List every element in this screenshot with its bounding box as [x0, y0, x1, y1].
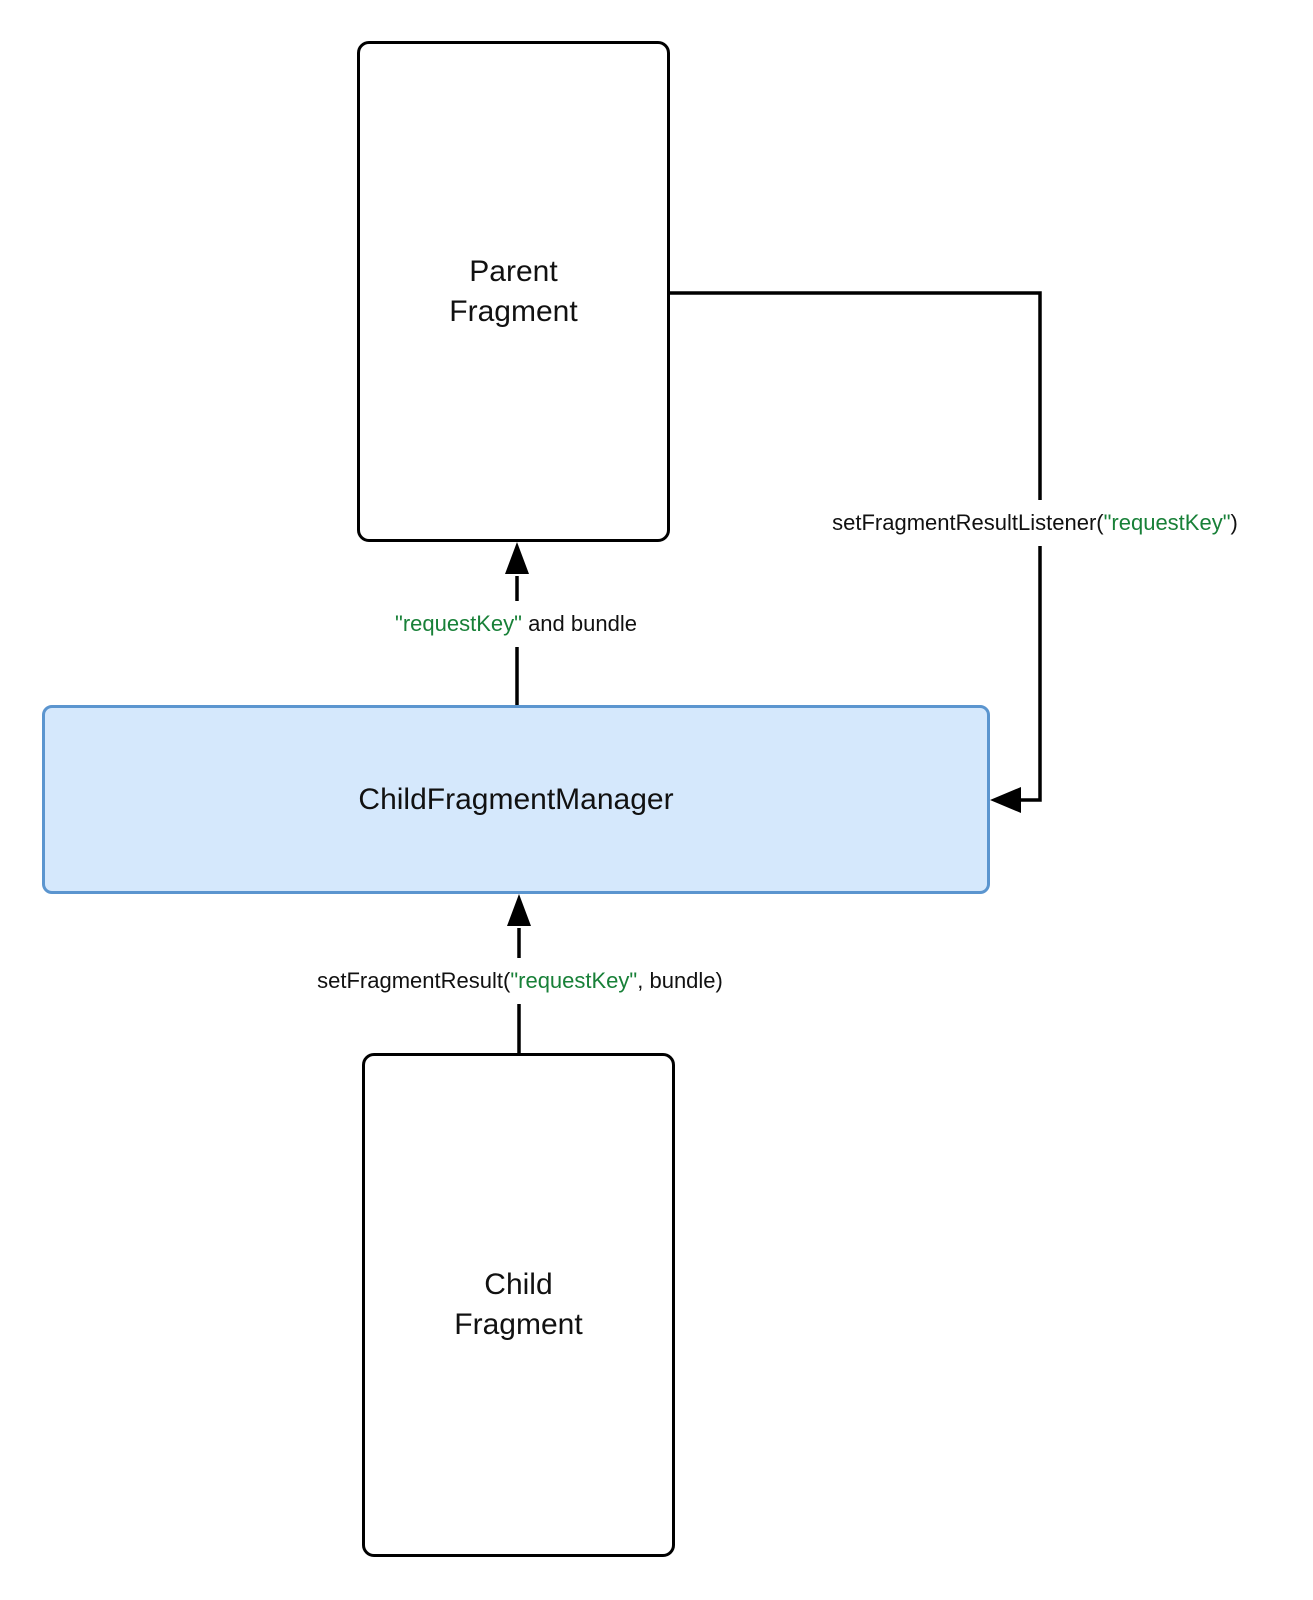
child-fragment-label: Child Fragment: [454, 1268, 583, 1341]
set-result-arrowhead-icon: [507, 894, 531, 926]
set-result-label-prefix: setFragmentResult(: [317, 968, 511, 993]
child-fragment-box: Child Fragment: [362, 1053, 675, 1557]
parent-fragment-label: Parent Fragment: [449, 254, 578, 328]
child-fragment-manager-label: ChildFragmentManager: [358, 782, 674, 816]
deliver-label-key: "requestKey": [395, 611, 522, 636]
listener-label: setFragmentResultListener("requestKey"): [824, 500, 1246, 546]
deliver-label: "requestKey" and bundle: [387, 601, 645, 647]
child-fragment-manager-box: ChildFragmentManager: [42, 705, 990, 894]
set-result-label: setFragmentResult("requestKey", bundle): [309, 958, 731, 1004]
listener-label-prefix: setFragmentResultListener(: [832, 510, 1104, 535]
listener-label-suffix: ): [1230, 510, 1238, 535]
set-result-label-key: "requestKey": [510, 968, 638, 993]
parent-fragment-box: Parent Fragment: [357, 41, 670, 542]
deliver-label-suffix: and bundle: [521, 611, 637, 636]
deliver-arrowhead-icon: [505, 542, 529, 574]
listener-arrowhead-icon: [990, 787, 1021, 813]
set-result-label-suffix: , bundle): [637, 968, 723, 993]
listener-label-key: "requestKey": [1103, 510, 1231, 535]
